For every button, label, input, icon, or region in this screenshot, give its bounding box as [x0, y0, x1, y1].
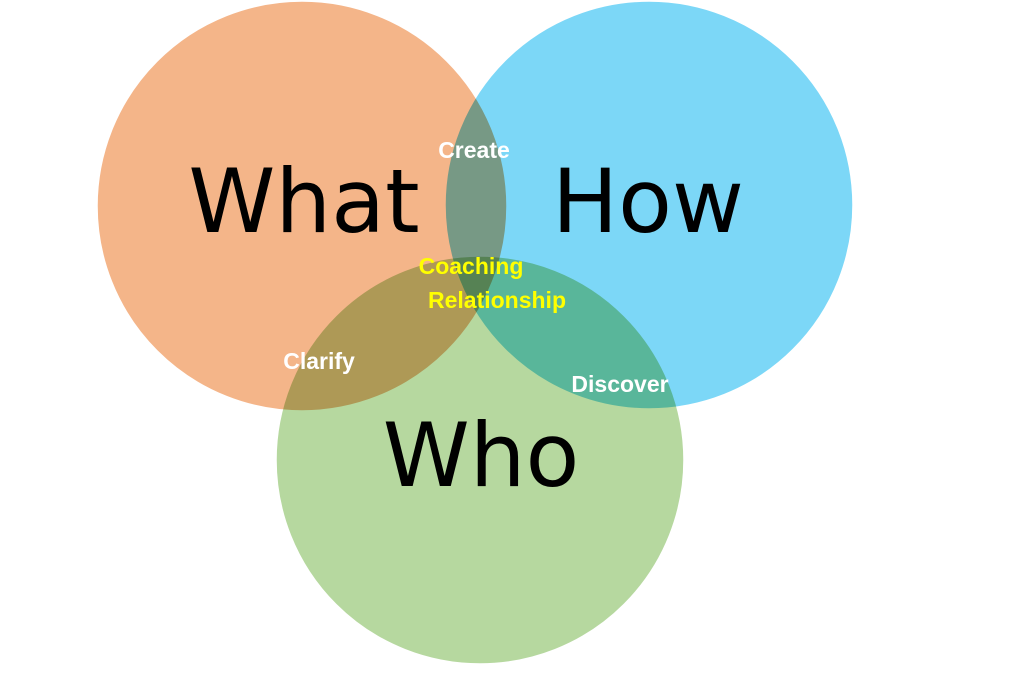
- label-who: Who: [383, 404, 580, 507]
- circle-who: [275, 255, 685, 665]
- label-clarify: Clarify: [283, 348, 355, 374]
- label-relationship: Relationship: [428, 287, 566, 313]
- label-coaching: Coaching: [419, 253, 524, 279]
- label-discover: Discover: [571, 371, 668, 397]
- label-create: Create: [438, 137, 510, 163]
- label-what: What: [188, 150, 419, 253]
- label-how: How: [552, 150, 744, 253]
